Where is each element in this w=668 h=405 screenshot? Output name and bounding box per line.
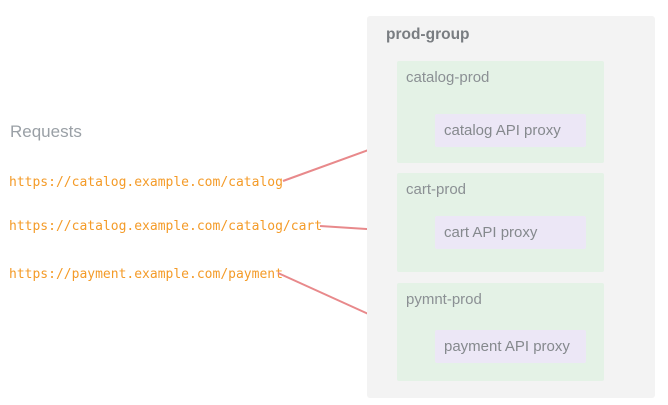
proxy-label: cart API proxy [444, 224, 538, 241]
environment-label: cart-prod [406, 181, 467, 198]
request-url-cart: https://catalog.example.com/catalog/cart [9, 219, 323, 234]
environment-cart-prod: cart-prod cart API proxy [397, 173, 604, 272]
proxy-label: payment API proxy [444, 338, 570, 355]
prod-group-panel: prod-group catalog-prod catalog API prox… [367, 16, 655, 398]
proxy-box-payment: payment API proxy [435, 330, 586, 363]
environment-label: pymnt-prod [406, 291, 482, 308]
prod-group-title: prod-group [386, 26, 470, 43]
environment-label: catalog-prod [406, 69, 490, 86]
environment-catalog-prod: catalog-prod catalog API proxy [397, 61, 604, 163]
environment-pymnt-prod: pymnt-prod payment API proxy [397, 283, 604, 381]
proxy-box-cart: cart API proxy [435, 216, 586, 249]
proxy-box-catalog: catalog API proxy [435, 114, 586, 147]
requests-heading: Requests [10, 122, 82, 141]
request-url-catalog: https://catalog.example.com/catalog [9, 175, 283, 190]
request-url-payment: https://payment.example.com/payment [9, 267, 283, 282]
proxy-label: catalog API proxy [444, 122, 561, 139]
